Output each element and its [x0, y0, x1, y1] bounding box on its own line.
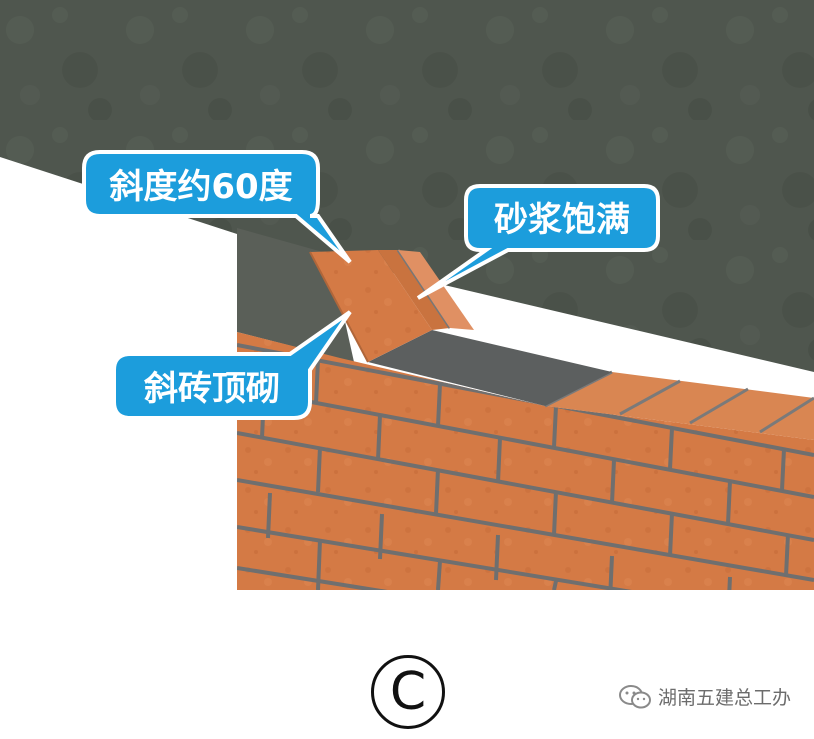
wall-top-bricks — [545, 372, 814, 440]
watermark: 湖南五建总工办 — [618, 683, 791, 710]
callout-angle: 斜度约60度 — [82, 150, 352, 264]
callout-mortar-text: 砂浆饱满 — [494, 200, 630, 240]
figure-label: C — [371, 655, 445, 729]
wechat-icon — [619, 684, 651, 708]
concrete-beam — [0, 0, 814, 372]
callout-slant-brick: 斜砖顶砌 — [112, 310, 352, 420]
callout-angle-text: 斜度约60度 — [109, 167, 292, 207]
callout-slant-brick-text: 斜砖顶砌 — [144, 369, 280, 409]
callout-mortar: 砂浆饱满 — [416, 184, 660, 300]
mortar-bed — [368, 330, 612, 406]
watermark-text: 湖南五建总工办 — [658, 687, 792, 709]
